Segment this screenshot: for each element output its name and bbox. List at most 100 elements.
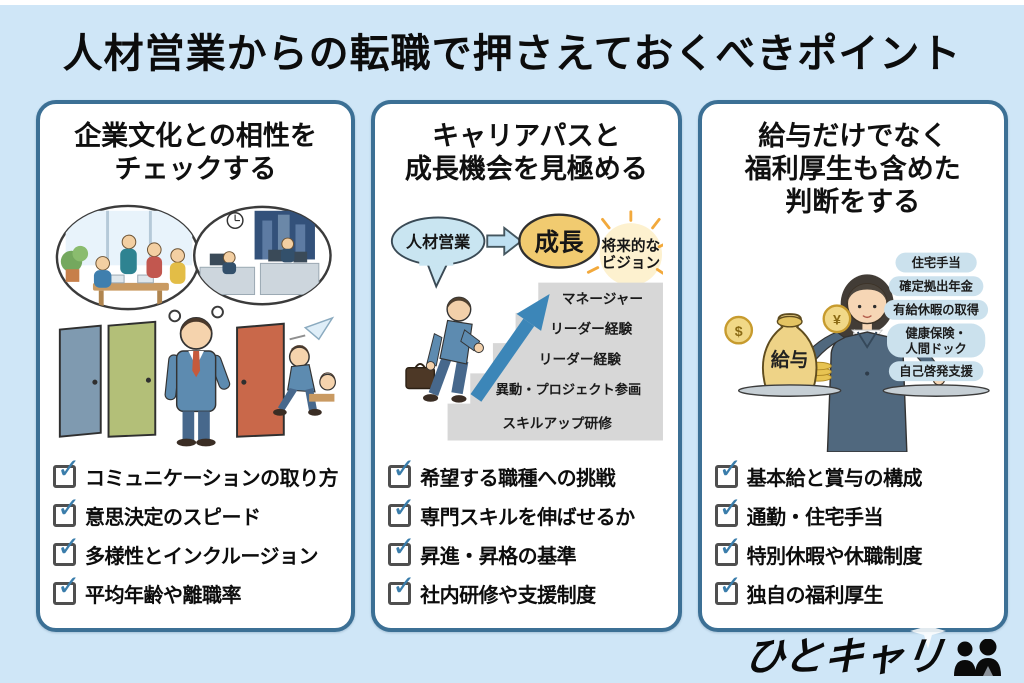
checklist-label: 意思決定のスピード xyxy=(85,507,261,529)
checklist-label: 多様性とインクルージョン xyxy=(85,546,319,568)
checklist-label: 特別休暇や休職制度 xyxy=(746,546,923,568)
checkbox-icon: ✓ xyxy=(714,572,742,605)
benefit-badge-label: 人間ドック xyxy=(905,341,966,356)
cards-row: 企業文化との相性を チェックする xyxy=(36,100,1009,632)
svg-text:給与: 給与 xyxy=(771,348,809,371)
checklist-item: ✓ 基本給と賞与の構成 xyxy=(714,455,997,491)
checkbox-icon: ✓ xyxy=(714,533,742,566)
card-career-path-title: キャリアパスと 成長機会を見極める xyxy=(405,120,648,186)
card-salary-benefits-title: 給与だけでなく 福利厚生も含めた 判断をする xyxy=(745,120,961,219)
check-icon: ✓ xyxy=(392,570,416,601)
thought-dot xyxy=(211,305,225,319)
svg-text:成長: 成長 xyxy=(535,229,585,257)
staircase xyxy=(447,282,664,441)
checklist-label: 平均年齢や離職率 xyxy=(85,585,242,607)
check-icon: ✓ xyxy=(718,531,742,562)
checklist-label: 通勤・住宅手当 xyxy=(746,507,884,529)
step-label: 異動・プロジェクト参画 xyxy=(496,381,641,397)
growth-arrow xyxy=(470,294,550,402)
checkbox-icon: ✓ xyxy=(53,455,80,488)
logo-text: ひとキャリ xyxy=(742,635,947,679)
benefit-badge-label: 確定拠出年金 xyxy=(899,279,973,294)
checkbox-icon: ✓ xyxy=(714,455,742,488)
door-blue xyxy=(59,324,103,438)
benefit-badge-label: 健康保険・ xyxy=(905,326,966,341)
checklist-item: ✓ 多様性とインクルージョン xyxy=(53,533,344,569)
checkbox-icon: ✓ xyxy=(388,494,416,527)
title-line: 給与だけでなく xyxy=(758,121,948,151)
checklist-item: ✓ 独自の福利厚生 xyxy=(714,572,997,608)
svg-text:¥: ¥ xyxy=(833,313,841,329)
checkbox-icon: ✓ xyxy=(53,572,80,605)
check-icon: ✓ xyxy=(718,492,742,523)
checklist-item: ✓ 専門スキルを伸ばせるか xyxy=(388,494,670,530)
check-icon: ✓ xyxy=(57,492,80,523)
checklist-label: 専門スキルを伸ばせるか xyxy=(420,507,635,529)
step-label: リーダー経験 xyxy=(539,351,621,367)
future-vision-badge: 将来的な ビジョン xyxy=(584,210,664,286)
culture-checklist: ✓ コミュニケーションの取り方 ✓ 意思決定のスピード ✓ 多様性とインクルージ… xyxy=(47,455,344,608)
office-scene xyxy=(199,211,320,296)
checklist-label: コミュニケーションの取り方 xyxy=(85,468,339,490)
check-icon: ✓ xyxy=(718,570,742,601)
title-line: 成長機会を見極める xyxy=(404,153,648,184)
climbing-person xyxy=(405,296,485,403)
checklist-item: ✓ コミュニケーションの取り方 xyxy=(53,455,344,491)
salary-plate: 給与 $ ¥ xyxy=(724,304,852,398)
checkbox-icon: ✓ xyxy=(388,572,416,605)
title-line: キャリアパスと xyxy=(432,121,621,151)
door-green xyxy=(107,320,157,438)
company-culture-illustration xyxy=(50,188,341,462)
checkbox-icon: ✓ xyxy=(714,494,742,527)
checklist-label: 昇進・昇格の基準 xyxy=(420,546,577,568)
checklist-item: ✓ 意思決定のスピード xyxy=(53,494,344,530)
check-icon: ✓ xyxy=(392,453,416,484)
benefit-badge-label: 有給休暇の取得 xyxy=(893,302,979,317)
checkbox-icon: ✓ xyxy=(388,455,416,488)
salary-benefits-graphic: 給与 $ ¥ 住宅手当 確定拠出年金 有給休暇の取得 健康保険・ xyxy=(724,253,990,453)
checkbox-icon: ✓ xyxy=(53,533,80,566)
svg-text:将来的な: 将来的な xyxy=(602,237,661,255)
page-title: 人材営業からの転職で押さえておくべきポイント xyxy=(62,32,962,76)
checklist-item: ✓ 通勤・住宅手当 xyxy=(714,494,997,530)
card-company-culture-title: 企業文化との相性を チェックする xyxy=(74,120,317,186)
svg-text:ビジョン: ビジョン xyxy=(602,255,661,272)
title-line: チェックする xyxy=(114,153,277,184)
growth-badge: 成長 xyxy=(518,213,601,269)
check-icon: ✓ xyxy=(392,531,416,562)
svg-text:人材営業: 人材営業 xyxy=(406,233,471,252)
card-company-culture: 企業文化との相性を チェックする xyxy=(36,100,356,632)
svg-text:$: $ xyxy=(735,324,743,340)
checklist-item: ✓ 社内研修や支援制度 xyxy=(388,572,670,608)
career-stairs-graphic: 将来的な ビジョン マネージャー リーダー経験 リーダー経験 異動・プロジェクト… xyxy=(391,210,664,441)
meeting-scene xyxy=(61,211,193,307)
checkbox-icon: ✓ xyxy=(388,533,416,566)
thinking-person xyxy=(164,317,231,447)
check-icon: ✓ xyxy=(57,531,80,562)
hitocari-logo: ひとキャリ xyxy=(742,607,1002,679)
check-icon: ✓ xyxy=(57,453,80,484)
checklist-label: 希望する職種への挑戦 xyxy=(420,468,616,490)
card-salary-benefits: 給与だけでなく 福利厚生も含めた 判断をする xyxy=(697,100,1009,632)
thought-dot xyxy=(168,309,182,323)
culture-doors-scene-graphic xyxy=(56,204,337,447)
career-stairs-illustration: 将来的な ビジョン マネージャー リーダー経験 リーダー経験 異動・プロジェクト… xyxy=(385,188,667,462)
jinzai-eigyo-bubble: 人材営業 xyxy=(391,216,486,290)
checklist-item: ✓ 平均年齢や離職率 xyxy=(53,572,344,608)
two-people-icon xyxy=(954,639,1001,676)
checklist-item: ✓ 特別休暇や休職制度 xyxy=(714,533,997,569)
title-line: 判断をする xyxy=(785,186,921,217)
check-icon: ✓ xyxy=(718,453,742,484)
checklist-label: 独自の福利厚生 xyxy=(746,585,884,607)
running-person xyxy=(273,316,337,416)
benefits-checklist: ✓ 基本給と賞与の構成 ✓ 通勤・住宅手当 ✓ 特別休暇や休職制度 ✓ 独自の福… xyxy=(709,455,997,608)
step-label: リーダー経験 xyxy=(550,321,632,337)
top-white-strip xyxy=(0,0,1024,5)
benefit-badge-label: 自己啓発支援 xyxy=(899,364,973,379)
salary-benefits-illustration: 給与 $ ¥ 住宅手当 確定拠出年金 有給休暇の取得 健康保険・ xyxy=(712,221,994,462)
checklist-item: ✓ 昇進・昇格の基準 xyxy=(388,533,670,569)
checklist-item: ✓ 希望する職種への挑戦 xyxy=(388,455,670,491)
checkbox-icon: ✓ xyxy=(53,494,80,527)
career-checklist: ✓ 希望する職種への挑戦 ✓ 専門スキルを伸ばせるか ✓ 昇進・昇格の基準 ✓ … xyxy=(382,455,670,608)
check-icon: ✓ xyxy=(57,570,80,601)
